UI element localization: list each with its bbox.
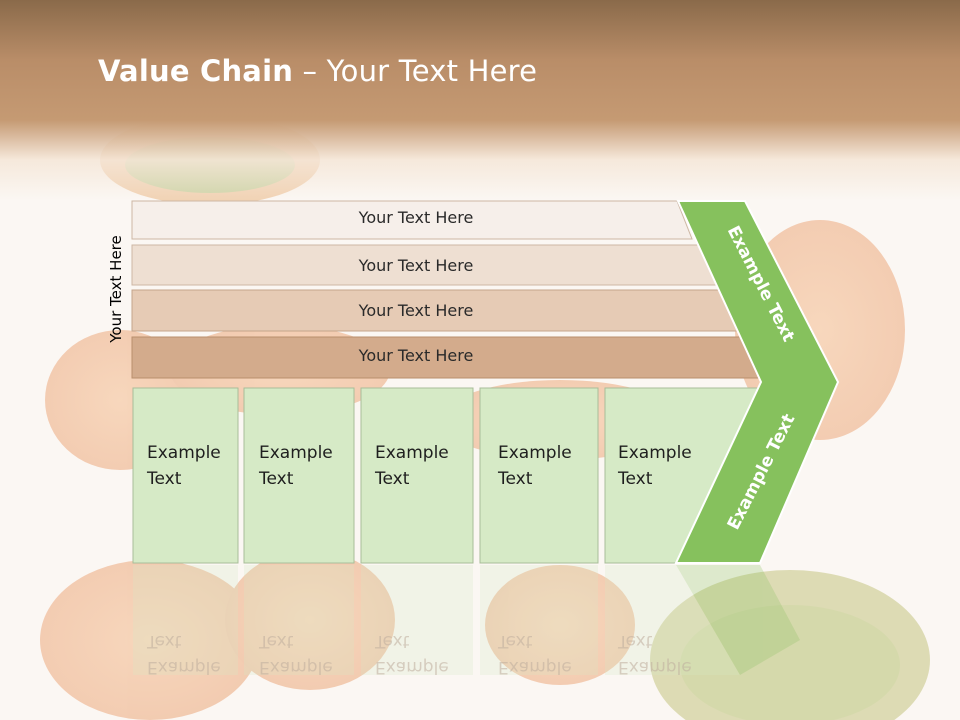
column-text-line1: Example	[618, 443, 692, 463]
column-text-line1: Example	[375, 443, 449, 463]
chevron-arrow[interactable]	[674, 200, 840, 564]
bar-label-3: Your Text Here	[358, 301, 474, 320]
column-text-line2: Text	[498, 469, 533, 489]
column-text-line1: Example	[147, 443, 221, 463]
column-text-4: Example Text	[498, 440, 598, 492]
column-1[interactable]	[132, 387, 239, 564]
bar-label-1: Your Text Here	[358, 208, 474, 227]
column-2[interactable]	[243, 387, 355, 564]
bar-1[interactable]	[131, 200, 693, 240]
column-text-line2: Text	[147, 469, 182, 489]
column-text-line2: Text	[618, 469, 653, 489]
column-text-3: Example Text	[375, 440, 475, 492]
column-text-2: Example Text	[259, 440, 359, 492]
bar-label-4: Your Text Here	[358, 346, 474, 365]
bar-label-2: Your Text Here	[358, 256, 474, 275]
column-3[interactable]	[360, 387, 474, 564]
slide-title[interactable]: Value Chain – Your Text Here	[98, 54, 537, 88]
column-text-line1: Example	[259, 443, 333, 463]
column-text-1: Example Text	[147, 440, 247, 492]
column-text-line2: Text	[375, 469, 410, 489]
title-rest: – Your Text Here	[293, 54, 538, 88]
column-text-line2: Text	[259, 469, 294, 489]
column-text-line1: Example	[498, 443, 572, 463]
title-bold: Value Chain	[98, 54, 294, 88]
column-text-5: Example Text	[618, 440, 718, 492]
header-band	[0, 0, 960, 200]
column-4[interactable]	[479, 387, 599, 564]
